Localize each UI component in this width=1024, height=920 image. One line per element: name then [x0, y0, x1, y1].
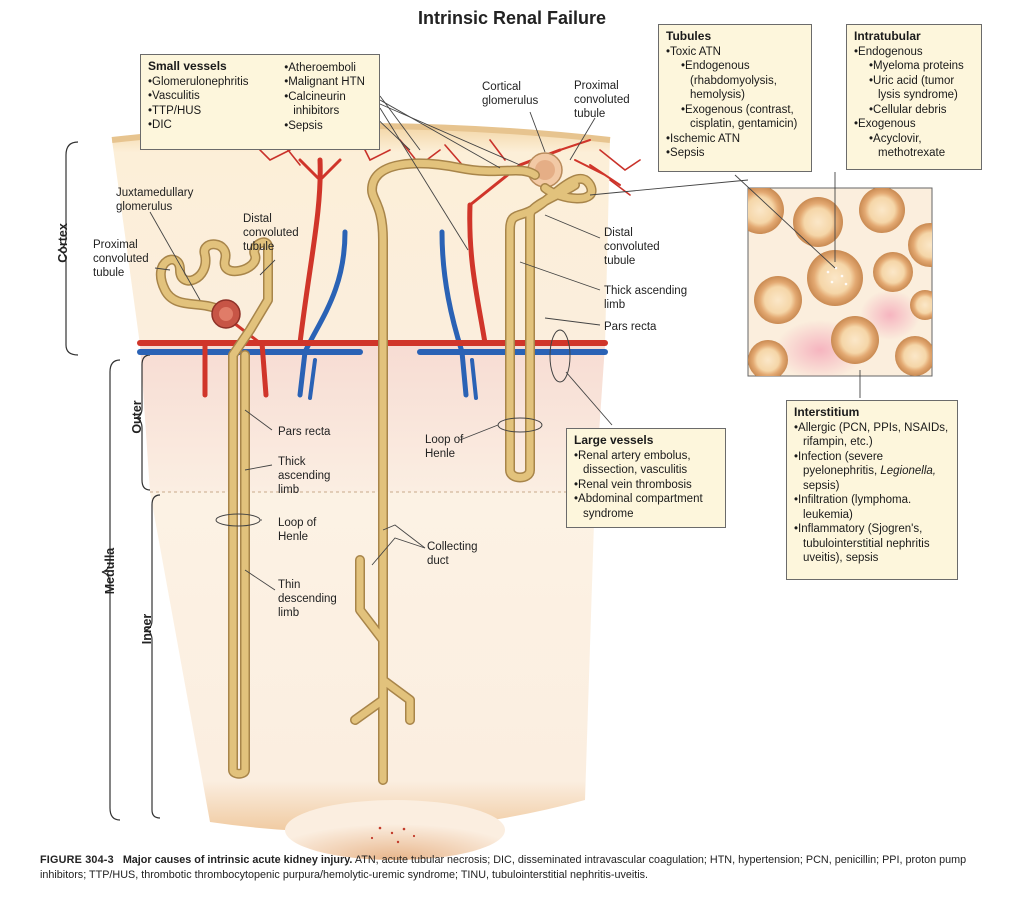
- small-vessels-item: Calcineurin inhibitors: [284, 90, 372, 119]
- small-vessels-item: TTP/HUS: [148, 104, 270, 119]
- small-vessels-item: Atheroemboli: [284, 61, 372, 76]
- intratubular-item: Cellular debris: [854, 103, 974, 118]
- label-pars-recta-right: Pars recta: [604, 321, 657, 333]
- inner-bracket: [144, 494, 161, 819]
- cortex-bracket: [57, 141, 79, 356]
- intratubular-item: Exogenous: [854, 117, 974, 132]
- label-pars-recta-left: Pars recta: [278, 426, 331, 438]
- diagram-title: Intrinsic Renal Failure: [417, 8, 607, 28]
- interstitium-heading: Interstitium: [794, 405, 860, 419]
- large-vessels-item: Renal artery embolus, dissection, vascul…: [574, 449, 718, 478]
- inner-medulla-region: [150, 492, 595, 833]
- label-thick-right: Thick ascending limb: [604, 285, 688, 311]
- large-vessels-item: Renal vein thrombosis: [574, 478, 718, 493]
- label-proximal-left: Proximal convoluted tubule: [93, 239, 149, 279]
- large-vessel-marker: [549, 329, 571, 383]
- zone-inner: Inner: [140, 613, 154, 645]
- cortex-region: [112, 126, 610, 345]
- intratubular-box: Intratubular Endogenous Myeloma proteins…: [846, 24, 982, 170]
- outer-medulla-region: [140, 345, 605, 492]
- interstitium-box: Interstitium Allergic (PCN, PPIs, NSAIDs…: [786, 400, 958, 580]
- large-vessels-heading: Large vessels: [574, 433, 654, 447]
- label-cortical-glomerulus: Cortical glomerulus: [482, 81, 539, 107]
- label-loop-center: Loop of Henle: [425, 434, 464, 460]
- papilla-speckles: [370, 826, 416, 844]
- interstitium-item: Infection (severe pyelonephritis, Legion…: [794, 450, 950, 494]
- leader-lines: [149, 95, 861, 591]
- label-proximal-top: Proximal convoluted tubule: [574, 80, 630, 120]
- tubules-item: Toxic ATN: [666, 45, 804, 60]
- papilla-tip: [285, 800, 505, 860]
- label-thick-left: Thick ascending limb: [278, 456, 331, 496]
- small-vessels-item: Glomerulonephritis: [148, 75, 270, 90]
- figure-text: ATN, acute tubular necrosis; DIC, dissem…: [40, 854, 967, 881]
- small-vessels-item: DIC: [148, 118, 270, 133]
- small-vessels-item: Vasculitis: [148, 89, 270, 104]
- small-vessels-item: Malignant HTN: [284, 75, 372, 90]
- medulla-bracket: [101, 359, 121, 821]
- intratubular-item: Endogenous: [854, 45, 974, 60]
- interstitium-text: sepsis): [803, 479, 840, 492]
- tubules-item: Ischemic ATN: [666, 132, 804, 147]
- label-loop-left: Loop of Henle: [278, 517, 317, 543]
- label-collecting-duct: Collecting duct: [427, 541, 478, 567]
- tubules-item: Exogenous (contrast, cisplatin, gentamic…: [666, 103, 804, 132]
- label-distal-right: Distal convoluted tubule: [604, 227, 660, 267]
- large-vessels-box: Large vessels Renal artery embolus, diss…: [566, 428, 726, 528]
- label-thin-descending: Thin descending limb: [278, 579, 337, 619]
- small-vessels-box: Small vessels Glomerulonephritis Vasculi…: [140, 54, 380, 150]
- figure-caption: FIGURE 304-3 Major causes of intrinsic a…: [40, 853, 1000, 883]
- intratubular-item: Myeloma proteins: [854, 59, 974, 74]
- label-juxtamedullary: Juxtamedullary glomerulus: [116, 187, 194, 213]
- zone-cortex: Cortex: [56, 223, 70, 263]
- intratubular-item: Acyclovir, methotrexate: [854, 132, 974, 161]
- figure-number: FIGURE 304-3: [40, 854, 114, 866]
- small-vessels-item: Sepsis: [284, 119, 372, 134]
- small-vessels-heading: Small vessels: [148, 59, 227, 73]
- intratubular-item: Uric acid (tumor lysis syndrome): [854, 74, 974, 103]
- tubules-item: Endogenous (rhabdomyolysis, hemolysis): [666, 59, 804, 103]
- outer-bracket: [134, 354, 151, 491]
- interstitium-item: Infiltration (lymphoma. leukemia): [794, 493, 950, 522]
- interstitium-item: Allergic (PCN, PPIs, NSAIDs, rifampin, e…: [794, 421, 950, 450]
- histology-inset: [747, 187, 933, 377]
- label-distal-left: Distal convoluted tubule: [243, 213, 299, 253]
- interstitium-italic: Legionella,: [880, 465, 936, 477]
- large-vessels-item: Abdominal compartment syndrome: [574, 492, 718, 521]
- zone-medulla: Medulla: [103, 547, 117, 595]
- tubules-heading: Tubules: [666, 29, 712, 43]
- tubules-box: Tubules Toxic ATN Endogenous (rhabdomyol…: [658, 24, 812, 172]
- figure-title: Major causes of intrinsic acute kidney i…: [122, 854, 353, 866]
- interstitium-text: Infection (severe pyelonephritis,: [798, 450, 884, 478]
- interstitium-item: Inflammatory (Sjogren's, tubulointerstit…: [794, 522, 950, 566]
- nephron-tubules: [155, 158, 597, 785]
- intratubular-heading: Intratubular: [854, 29, 921, 43]
- zone-outer: Outer: [130, 400, 144, 434]
- arcuate-vein: [137, 229, 608, 400]
- tubules-item: Sepsis: [666, 146, 804, 161]
